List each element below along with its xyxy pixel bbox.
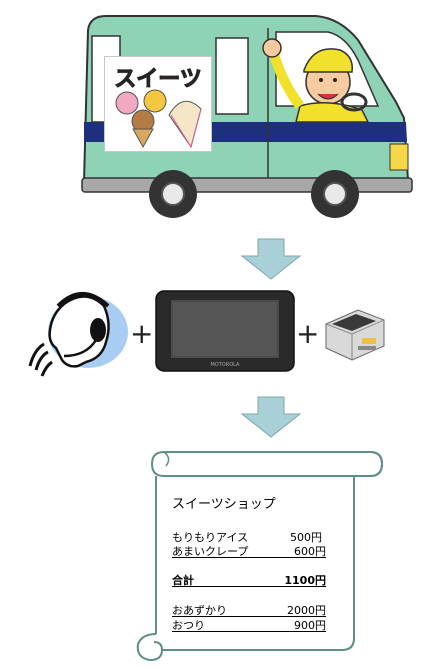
receipt-item-name: あまいクレープ: [172, 545, 249, 558]
receipt-change-label: おつり: [172, 619, 205, 632]
receipt-total-row: 合計 1100円: [172, 572, 326, 587]
receipt-shop-name: スイーツショップ: [172, 497, 276, 512]
plus-sign: +: [296, 317, 320, 350]
sweets-sign-board: スイーツ: [104, 56, 212, 152]
receipt-change-value: 900円: [294, 619, 326, 632]
receipt-item-name: もりもりアイス: [172, 531, 249, 544]
receipt-payment-row: おあずかり 2000円: [172, 602, 326, 617]
receipt-item-row: あまいクレープ 600円: [172, 543, 326, 558]
down-arrow-icon: [240, 396, 302, 438]
plus-sign: +: [130, 317, 154, 350]
tablet-brand-label: MOTOROLA: [211, 362, 241, 368]
tablet-device-icon: MOTOROLA: [155, 290, 295, 372]
down-arrow-icon: [240, 238, 302, 280]
receipt-payment-value: 2000円: [287, 604, 326, 617]
receipt-total-label: 合計: [172, 574, 194, 587]
receipt-change-row: おつり 900円: [172, 617, 326, 632]
headset-operator-icon: [28, 292, 128, 377]
sweets-sign-text: スイーツ: [114, 67, 203, 93]
receipt-payment-label: おあずかり: [172, 604, 227, 617]
receipt-item-price: 500円: [290, 531, 322, 544]
receipt-item-row: もりもりアイス 500円: [172, 529, 326, 544]
receipt-item-price: 600円: [294, 545, 326, 558]
receipt-total-value: 1100円: [284, 574, 326, 587]
receipt-printer-icon: [325, 309, 385, 361]
ice-cream-icon: [115, 89, 202, 149]
